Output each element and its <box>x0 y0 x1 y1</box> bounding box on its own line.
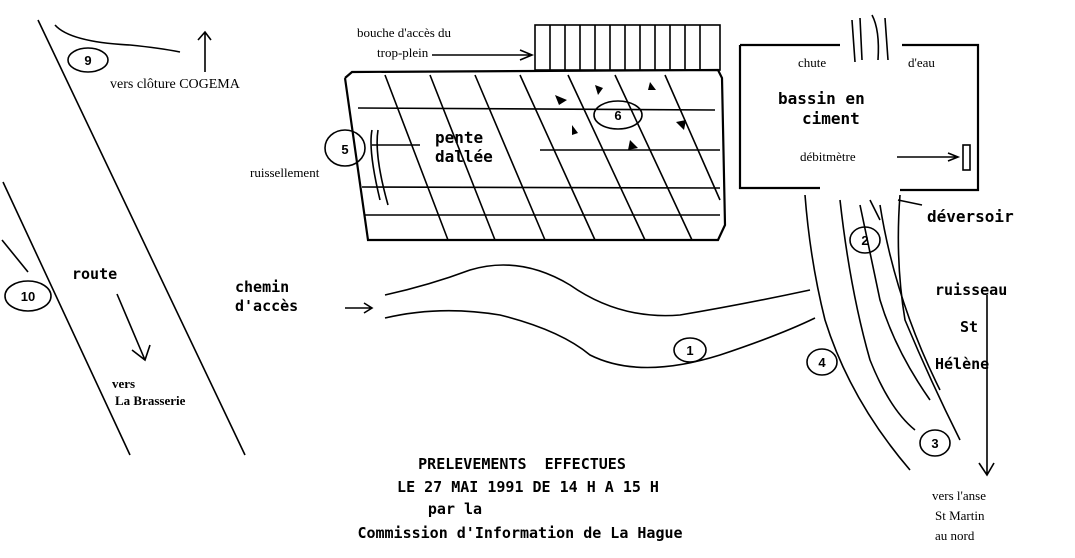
label-vers: vers <box>112 376 135 391</box>
arrow-down-icon <box>978 295 995 477</box>
svg-text:10: 10 <box>21 289 35 304</box>
svg-text:9: 9 <box>84 53 91 68</box>
label-deversoir: déversoir <box>927 207 1014 226</box>
label-helene: Hélène <box>935 355 989 373</box>
svg-text:2: 2 <box>861 233 868 248</box>
svg-text:4: 4 <box>818 355 826 370</box>
svg-text:5: 5 <box>341 142 348 157</box>
label-chemin: chemin <box>235 278 289 296</box>
label-eau: d'eau <box>908 55 935 70</box>
label-chute: chute <box>798 55 826 70</box>
title-line-1: PRELEVEMENTS EFFECTUES <box>418 455 626 473</box>
overflow-grate <box>432 24 721 71</box>
sample-point-9[interactable]: 9 <box>67 47 109 73</box>
svg-text:6: 6 <box>614 108 621 123</box>
svg-text:1: 1 <box>686 343 693 358</box>
arrow-right-icon <box>345 302 374 314</box>
arrow-right-icon <box>432 49 535 61</box>
label-st-martin: St Martin <box>935 508 985 523</box>
sample-point-1[interactable]: 1 <box>673 337 707 363</box>
label-dallee: dallée <box>435 147 493 166</box>
label-cloture: vers clôture COGEMA <box>110 77 241 92</box>
label-st: St <box>960 318 978 336</box>
sample-point-6[interactable]: 6 <box>593 100 643 130</box>
sample-point-2[interactable]: 2 <box>849 226 881 254</box>
title-line-4: Commission d'Information de La Hague <box>357 524 682 542</box>
cement-basin <box>738 14 980 192</box>
label-route: route <box>72 265 117 283</box>
label-ruissellement: ruissellement <box>250 165 320 180</box>
road <box>1 19 246 456</box>
sample-point-4[interactable]: 4 <box>806 348 838 376</box>
title-line-3: par la <box>428 500 482 518</box>
label-ciment: ciment <box>802 109 860 128</box>
stream <box>804 194 995 477</box>
label-debitmetre: débitmètre <box>800 149 856 164</box>
fence-line <box>54 24 181 53</box>
arrow-down-icon <box>116 293 151 362</box>
label-bassin: bassin en <box>778 89 865 108</box>
sample-point-5[interactable]: 5 <box>324 129 366 167</box>
label-trop-plein: trop-plein <box>377 45 429 60</box>
arrow-right-icon <box>897 152 961 162</box>
access-path <box>384 264 811 317</box>
label-acces: d'accès <box>235 297 298 315</box>
label-ruisseau: ruisseau <box>935 281 1007 299</box>
sample-point-3[interactable]: 3 <box>919 429 951 457</box>
svg-text:3: 3 <box>931 436 938 451</box>
label-anse: vers l'anse <box>932 488 986 503</box>
label-pente: pente <box>435 128 483 147</box>
label-brasserie: La Brasserie <box>115 393 186 408</box>
sample-point-10[interactable]: 10 <box>4 280 52 312</box>
title-line-2: LE 27 MAI 1991 DE 14 H A 15 H <box>397 478 659 496</box>
paved-slope <box>343 68 727 242</box>
arrow-up-icon <box>197 30 212 72</box>
label-bouche: bouche d'accès du <box>357 25 452 40</box>
label-nord: au nord <box>935 528 975 543</box>
